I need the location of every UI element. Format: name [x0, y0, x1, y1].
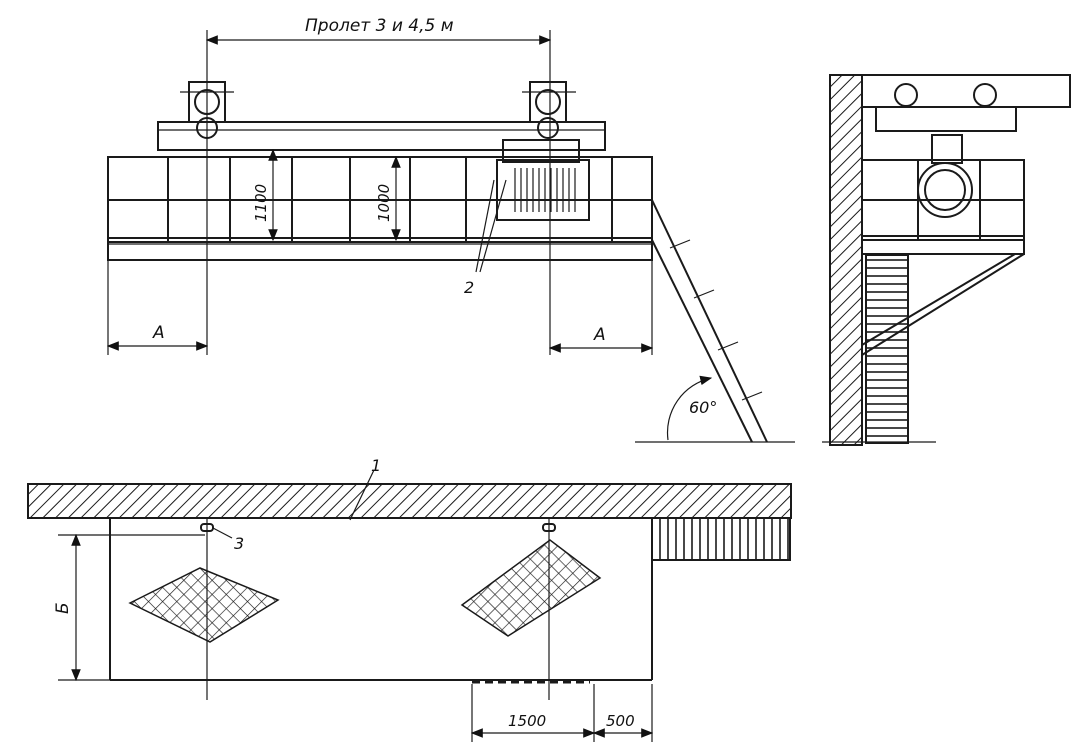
- plan-view: 1 3 Б 1500 500: [27, 456, 792, 742]
- mesh-zone-left: [128, 567, 280, 643]
- dim-500-label: 500: [606, 712, 635, 730]
- dim-a-left-label: A: [152, 323, 165, 343]
- end-truck-right: [522, 81, 576, 139]
- dimension-1000: 1000: [375, 155, 401, 242]
- end-truck-left: [180, 81, 234, 139]
- side-view: [822, 74, 1071, 446]
- callout-3-label: 3: [234, 534, 244, 553]
- dim-1500-label: 1500: [508, 712, 546, 730]
- dimension-1100: 1100: [252, 148, 278, 242]
- crane-beam: [157, 121, 606, 151]
- front-elevation: Пролет 3 и 4,5 м: [106, 16, 795, 443]
- hoist-drum: [496, 139, 590, 221]
- dim-1100-label: 1100: [252, 184, 270, 222]
- dimension-a-right: A: [548, 260, 654, 355]
- mesh-zone-right: [460, 539, 602, 637]
- callout-2: 2: [464, 179, 507, 297]
- dim-b-label: Б: [53, 602, 73, 614]
- callout-2-label: 2: [464, 278, 474, 297]
- span-dimension: Пролет 3 и 4,5 м: [205, 16, 552, 355]
- plan-ladder: [651, 517, 791, 561]
- angle-label: 60°: [689, 398, 717, 417]
- dimension-a-left: A: [106, 260, 209, 355]
- callout-1-label: 1: [371, 456, 381, 475]
- inclined-ladder: 60°: [635, 199, 795, 443]
- dim-a-right-label: A: [593, 325, 606, 345]
- beam-hatch: [27, 483, 792, 519]
- wall-hatch: [829, 74, 863, 446]
- platform-railing: [107, 156, 653, 261]
- dim-1000-label: 1000: [375, 184, 393, 222]
- span-label: Пролет 3 и 4,5 м: [305, 16, 454, 36]
